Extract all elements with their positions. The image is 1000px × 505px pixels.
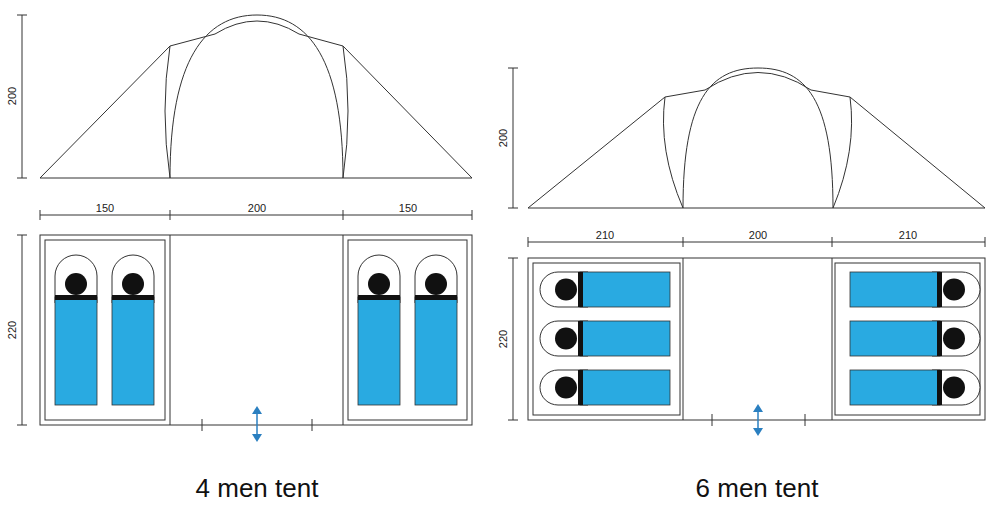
dimension-label: 200 xyxy=(497,128,509,148)
tent-caption: 4 men tent xyxy=(195,474,320,503)
dimension-label: 200 xyxy=(6,86,18,106)
dimension-label: 210 xyxy=(595,229,615,241)
dimension-label: 150 xyxy=(95,202,115,214)
dimension-label: 220 xyxy=(6,320,18,340)
dimension-label: 210 xyxy=(898,229,918,241)
dimension-label: 150 xyxy=(398,202,418,214)
dimension-label: 220 xyxy=(497,329,509,349)
tent-caption: 6 men tent xyxy=(695,474,820,503)
dimension-label: 200 xyxy=(748,229,768,241)
dimension-label: 200 xyxy=(247,202,267,214)
